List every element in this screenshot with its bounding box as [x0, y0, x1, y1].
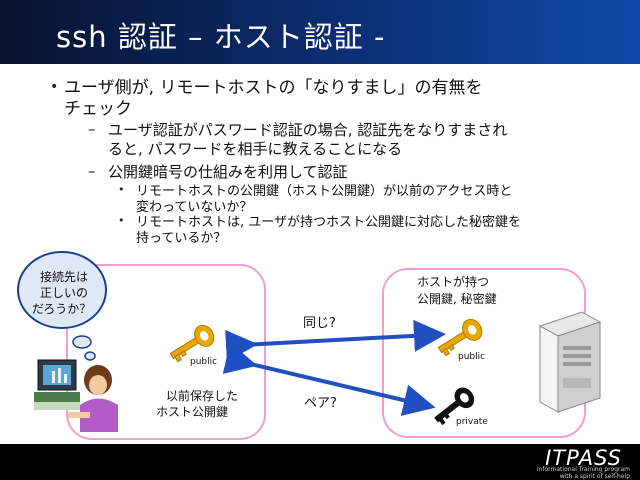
thought-line-2: 正しいの — [40, 286, 89, 300]
footer-bar — [0, 444, 640, 480]
logo-tagline-2: with a spirit of self-help — [559, 473, 630, 480]
pair-label: ペア? — [304, 396, 337, 411]
left-caption-1: 以前保存した — [166, 389, 239, 403]
left-key-label: public — [190, 357, 218, 367]
bullet-l2b: 公開鍵暗号の仕組みを利用して認証 — [108, 163, 348, 181]
right-public-label: public — [458, 352, 486, 362]
bullet-l3a-line1: リモートホストの公開鍵（ホスト公開鍵）が以前のアクセス時と — [136, 184, 513, 199]
bullet-l2a-line1: ユーザ認証がパスワード認証の場合, 認証先をなりすまされ — [108, 121, 508, 139]
thought-line-1: 接続先は — [40, 270, 89, 284]
dash-icon: – — [88, 120, 96, 138]
dash-icon: – — [88, 162, 96, 180]
bullet-l1-line1: ユーザ側が, リモートホストの「なりすまし」の有無を — [64, 78, 483, 98]
logo-tagline-1: Informational Training program — [536, 466, 630, 473]
bullet-l3b-line1: リモートホストは, ユーザが持つホスト公開鍵に対応した秘密鍵を — [136, 215, 522, 230]
bullet-l1-line2: チェック — [64, 99, 132, 119]
right-caption-1: ホストが持つ — [417, 275, 490, 289]
same-label: 同じ? — [303, 316, 336, 331]
bullet-l2a-line2: ると, パスワードを相手に教えることになる — [108, 140, 403, 158]
right-private-label: private — [456, 417, 488, 427]
thought-line-3: だろうか？ — [32, 302, 92, 316]
bullet-dot-icon: • — [50, 79, 59, 95]
bullet-dot-icon: • — [118, 183, 125, 196]
title-bar — [0, 0, 640, 64]
itpass-logo: ITPASS — [545, 446, 622, 470]
bullet-l3b-line2: 持っているか？ — [136, 231, 227, 246]
right-caption-2: 公開鍵, 秘密鍵 — [417, 292, 497, 306]
left-caption-2: ホスト公開鍵 — [156, 405, 229, 419]
bullet-dot-icon: • — [118, 214, 125, 227]
bullet-l3a-line2: 変わっていないか？ — [136, 200, 253, 215]
slide-title: ssh 認証 – ホスト認証 - — [56, 20, 386, 54]
pair-arrow — [222, 342, 436, 416]
